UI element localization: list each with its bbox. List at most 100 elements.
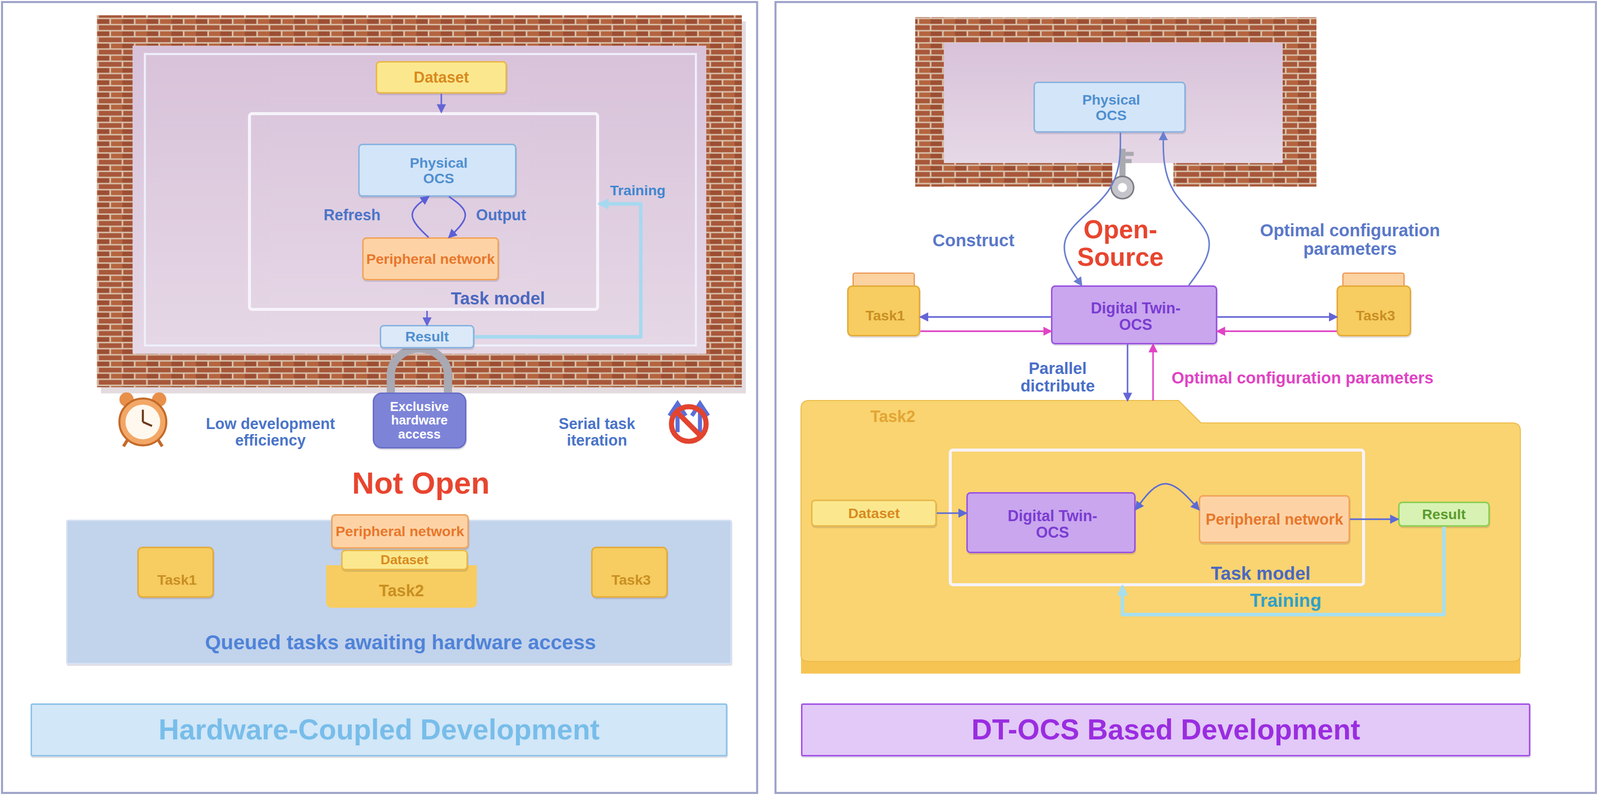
node-text: Peripheral network xyxy=(363,238,498,280)
clock-hand xyxy=(141,409,144,422)
note-text: Low development efficiency xyxy=(171,409,370,455)
clock-icon xyxy=(119,392,167,447)
result-box: Result xyxy=(379,325,475,349)
node-text: Task3 xyxy=(1338,297,1413,334)
connector xyxy=(1350,518,1399,521)
node-text: Result xyxy=(381,326,473,348)
connector-label: Training xyxy=(1212,588,1360,615)
connector xyxy=(412,196,429,238)
key-head xyxy=(1111,176,1134,199)
room-floor xyxy=(943,43,1283,164)
connector-label: Parallel dictribute xyxy=(994,357,1121,399)
title-band: DT-OCS Based Development xyxy=(801,703,1531,757)
right-panel xyxy=(775,2,1596,794)
hardware-box: Physical OCS xyxy=(1033,81,1186,133)
key-tooth xyxy=(1125,159,1132,164)
lock-shackle xyxy=(390,348,448,396)
wall-shadow xyxy=(101,21,746,394)
task-folder: Task3 xyxy=(591,547,668,599)
prohibit-ring xyxy=(671,406,706,442)
room-floor xyxy=(132,46,707,355)
node-text: Task1 xyxy=(848,297,923,334)
node-text: Physical OCS xyxy=(397,147,480,195)
connector xyxy=(1122,526,1445,615)
task-folder: Task3 xyxy=(1336,285,1412,337)
node-text: Result xyxy=(1399,503,1489,526)
folder-shape xyxy=(801,400,1521,668)
status-heading: Not Open xyxy=(296,460,547,507)
connector-label: Optimal configuration parameters xyxy=(1166,357,1439,401)
connector xyxy=(448,196,466,238)
connector xyxy=(936,512,967,514)
node-text: Task2 xyxy=(326,576,477,607)
result-box: Result xyxy=(1398,501,1490,528)
key-shaft xyxy=(1119,148,1126,178)
task-folder: Task1 xyxy=(847,285,921,337)
node-text: Dataset xyxy=(377,62,506,93)
connector-label: Output xyxy=(461,203,542,227)
connector xyxy=(474,203,641,338)
connector-label: Refresh xyxy=(304,203,400,227)
connector xyxy=(426,311,428,326)
node-text: Queued tasks awaiting hardware access xyxy=(67,623,733,663)
brick-wall xyxy=(915,163,1113,187)
node-text: Digital Twin-OCS xyxy=(1004,495,1101,554)
twin-box: Digital Twin-OCS xyxy=(966,492,1136,554)
connector xyxy=(1217,330,1337,333)
key-tooth xyxy=(1125,151,1134,156)
lock-badge: Exclusive hardware access xyxy=(372,392,467,449)
node-text: Digital Twin-OCS xyxy=(1088,289,1183,345)
dataset-box: Dataset xyxy=(811,499,937,528)
key-icon xyxy=(1111,148,1134,199)
dataset-box: Dataset xyxy=(341,550,468,571)
node-text: Exclusive hardware access xyxy=(374,394,465,448)
task-model-frame: Task model Digital Twin-OCS Peripheral net… xyxy=(948,448,1366,587)
node-text: Task model xyxy=(1171,562,1350,587)
network-box: Peripheral network xyxy=(1198,495,1350,544)
prohibit-bar xyxy=(676,411,702,437)
brick-wall xyxy=(1173,163,1317,187)
connector xyxy=(1217,316,1337,319)
dataset-box: Dataset xyxy=(375,61,508,94)
brick-wall xyxy=(915,17,1317,44)
node-text: Peripheral network xyxy=(1200,496,1349,543)
connector xyxy=(1163,132,1210,286)
floor-outline xyxy=(144,54,696,346)
folder-body xyxy=(801,400,1521,662)
connector xyxy=(920,330,1051,333)
node-text: Peripheral network xyxy=(332,515,468,548)
brick-wall xyxy=(97,15,742,388)
node-text: DT-OCS Based Development xyxy=(802,705,1529,756)
clock-face xyxy=(125,404,161,440)
key-hole xyxy=(1118,182,1128,192)
left-panel xyxy=(2,2,757,794)
task-folder: Task1 xyxy=(137,547,214,599)
node-text: Task3 xyxy=(592,566,670,595)
connector-label: Construct xyxy=(904,226,1043,255)
connector-label: Training xyxy=(597,179,679,202)
task-folder: Task2 Peripheral networkDataset xyxy=(326,511,477,609)
node-text: Task2 xyxy=(852,403,934,431)
twin-box: Digital Twin-OCS xyxy=(1050,285,1218,345)
brick-wall xyxy=(1282,17,1316,187)
status-heading: Open-Source xyxy=(1050,214,1190,274)
brick-wall xyxy=(915,17,944,187)
connector xyxy=(1064,132,1121,286)
title-band: Hardware-Coupled Development xyxy=(30,703,728,757)
connector xyxy=(1126,344,1129,401)
node-text: Task model xyxy=(416,286,580,312)
hardware-box: Physical OCS xyxy=(358,143,517,197)
network-box: Peripheral network xyxy=(331,514,469,550)
task-model-frame: Task model Physical OCS Peripheral network xyxy=(247,112,600,312)
node-text: Dataset xyxy=(812,501,936,526)
no-iteration-icon xyxy=(669,403,708,442)
connector xyxy=(440,93,442,113)
note-text: Serial task iteration xyxy=(530,409,664,455)
clock-hand xyxy=(142,422,152,427)
queue-band: Queued tasks awaiting hardware access Tas… xyxy=(66,519,732,665)
node-text: Dataset xyxy=(342,551,467,570)
connector xyxy=(1152,344,1154,401)
